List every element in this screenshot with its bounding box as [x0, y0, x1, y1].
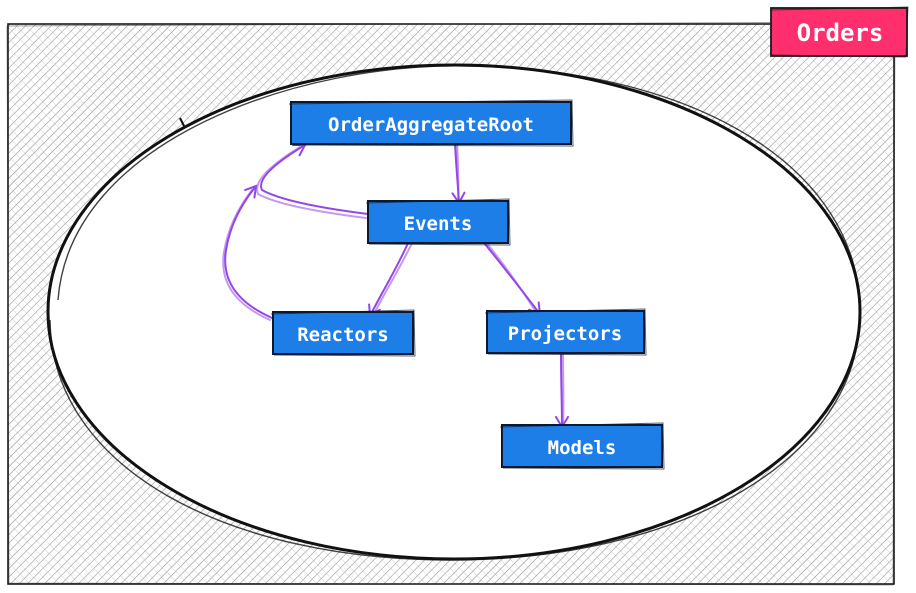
node-reactors: Reactors	[270, 309, 416, 357]
node-projectors: Projectors	[484, 308, 647, 356]
arrow-projectors-to-models	[554, 351, 569, 429]
context-title: Orders	[797, 19, 884, 47]
node-models: Models	[499, 422, 665, 470]
node-aggregate-label: OrderAggregateRoot	[328, 114, 534, 136]
context-title-tag: Orders	[769, 6, 909, 58]
node-events: Events	[365, 198, 511, 246]
node-aggregate: OrderAggregateRoot	[288, 99, 574, 147]
node-projectors-label: Projectors	[508, 323, 622, 345]
node-reactors-label: Reactors	[297, 324, 389, 346]
node-events-label: Events	[404, 213, 473, 235]
arrows	[222, 142, 569, 429]
node-models-label: Models	[548, 437, 617, 459]
arrow-events-to-reactors	[368, 242, 409, 318]
